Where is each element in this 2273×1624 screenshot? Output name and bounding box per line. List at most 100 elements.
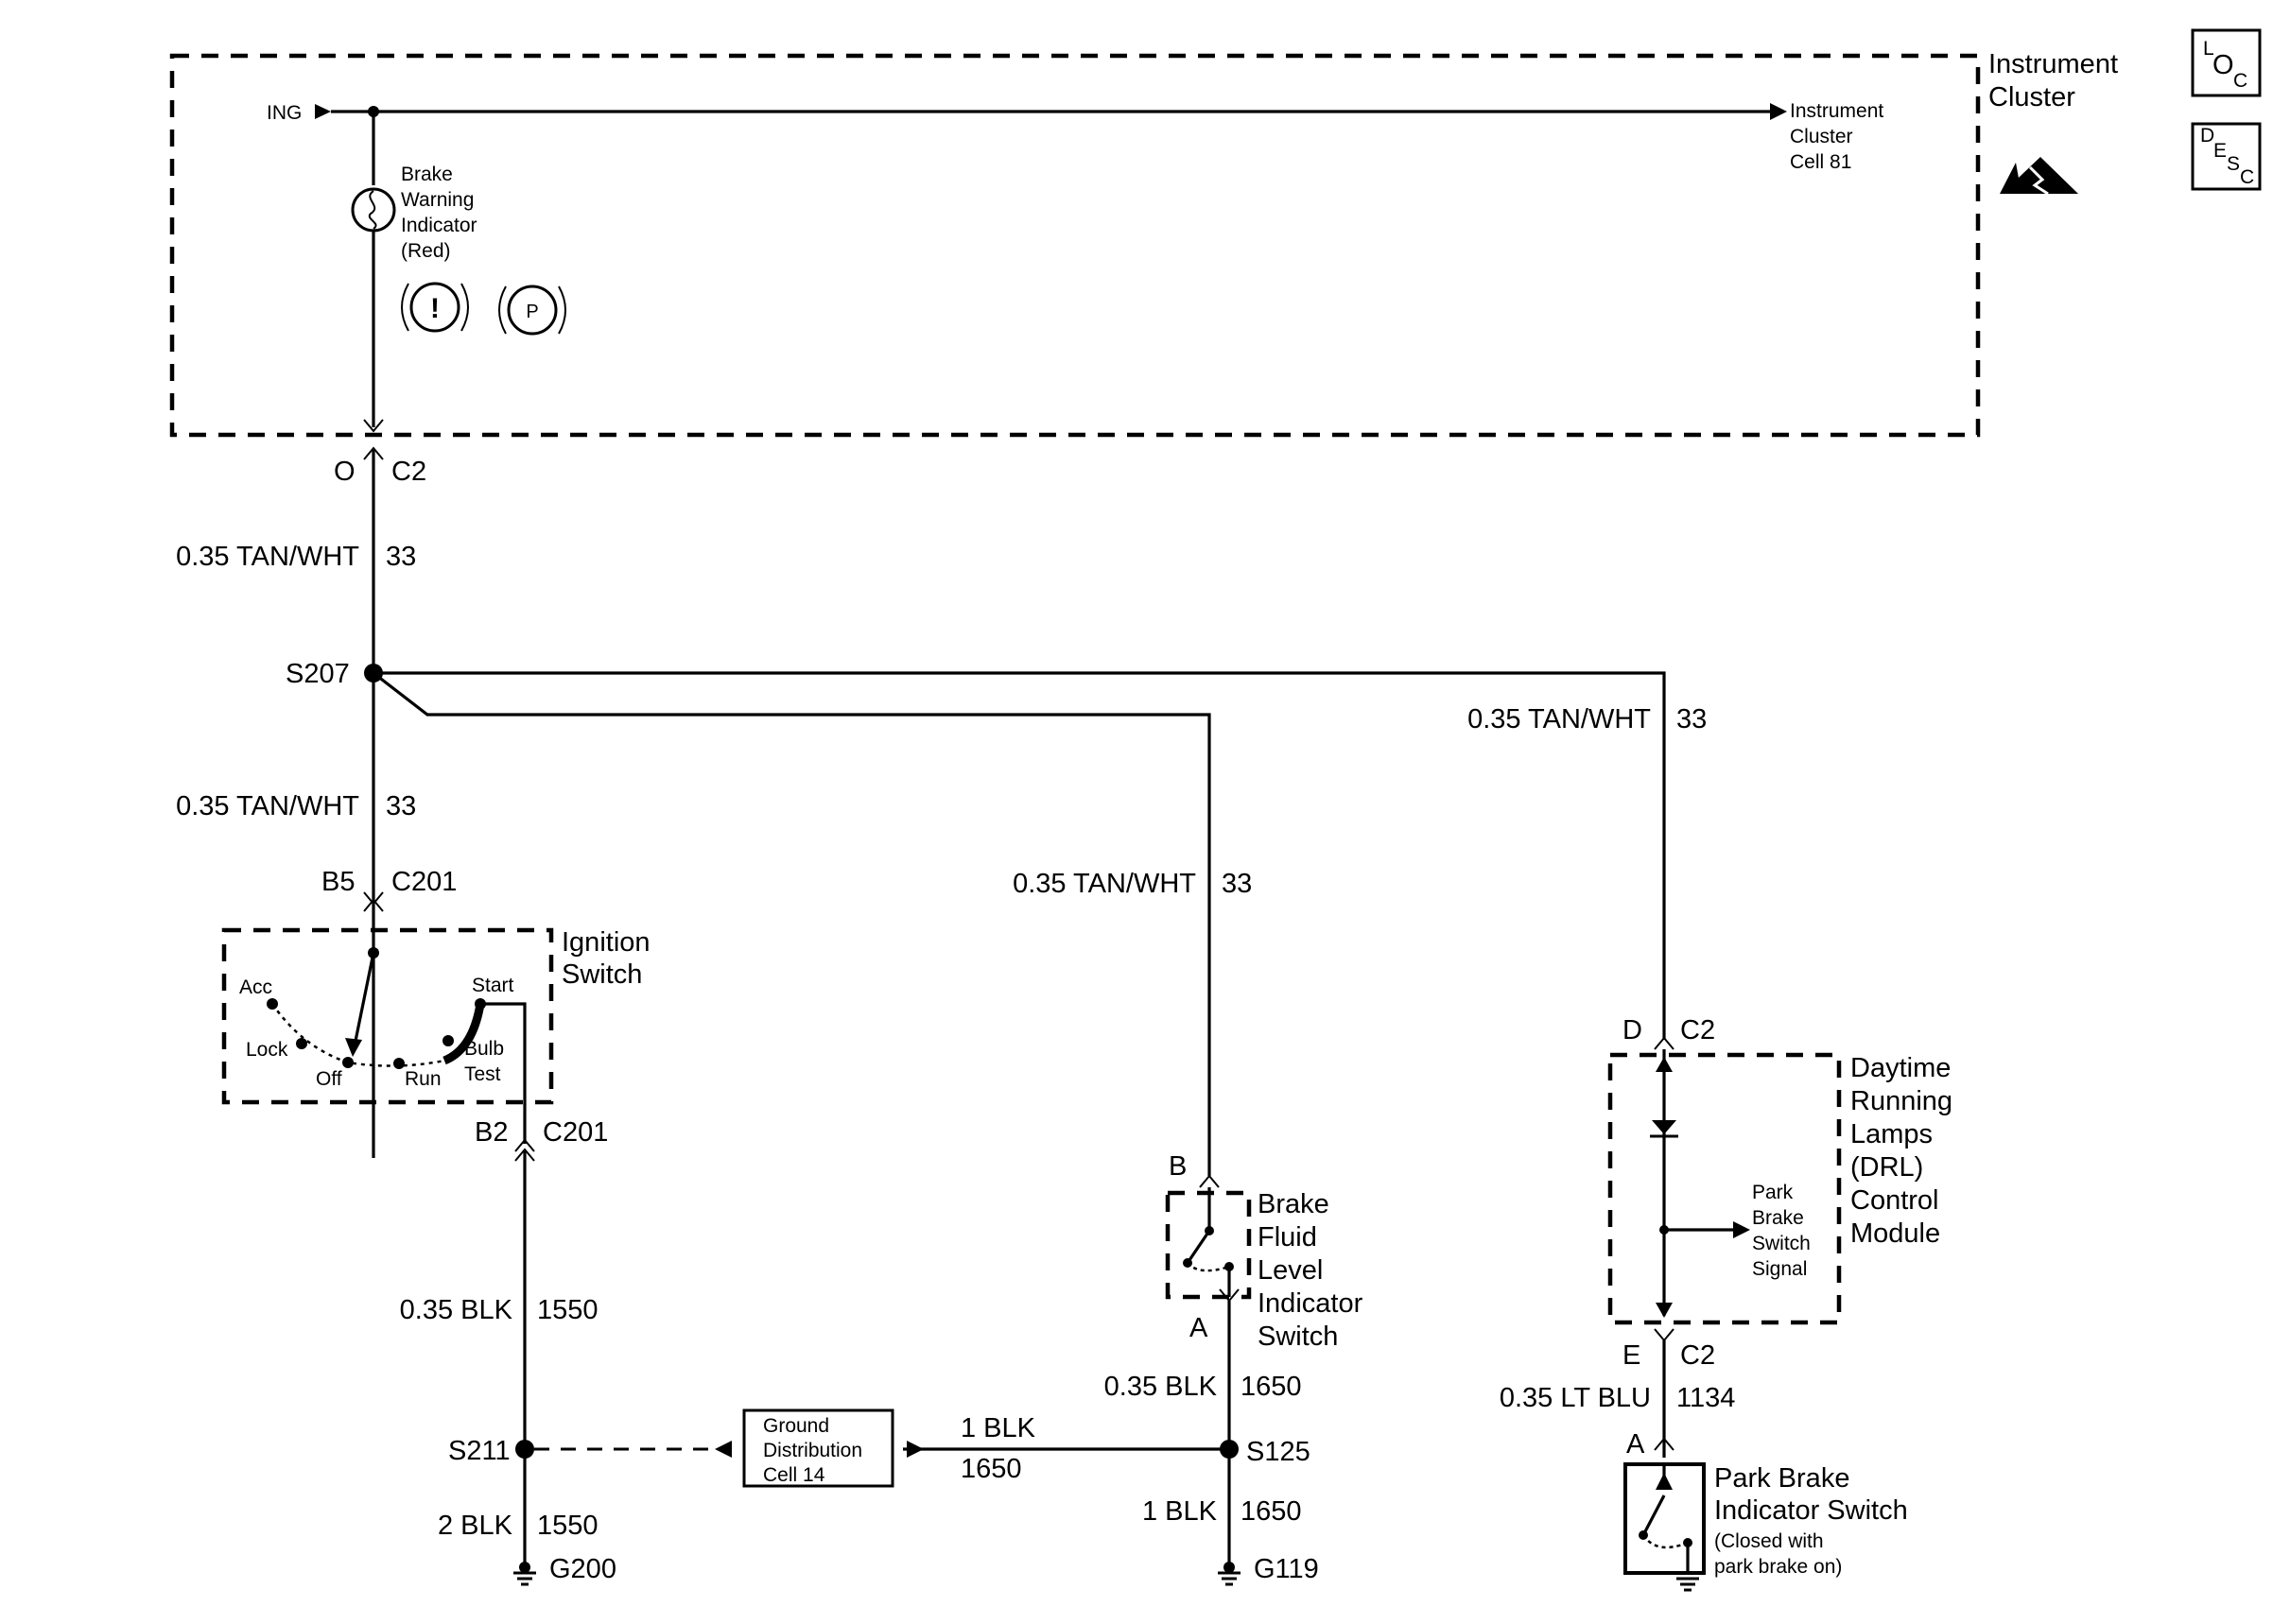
splice-s125-dot [1220,1440,1239,1459]
svg-text:E: E [2213,140,2227,162]
cluster-ref-label: Cluster [1790,126,1853,147]
connector-pin-label: A [1626,1429,1645,1460]
drl-signal-label: Park [1752,1182,1794,1203]
ignition-pos-label: Acc [239,976,272,998]
connector-b-icon [1199,1174,1220,1188]
brake-fluid-switch: Brake Fluid Level Indicator Switch [1165,1187,1363,1352]
park-brake-symbol-icon: P [498,285,566,336]
cluster-ref-label: Instrument [1790,100,1883,122]
svg-text:P: P [526,302,538,322]
brake-fluid-switch-title: Switch [1258,1322,1338,1352]
connector-label: C201 [543,1117,608,1148]
drl-signal-arrow-icon [1733,1221,1750,1238]
ground-g200-label: G200 [549,1554,616,1584]
fluid-switch-blade [1186,1230,1211,1264]
ignition-pos-label: Start [472,975,514,996]
brake-fluid-switch-title: Indicator [1258,1288,1363,1319]
wire-circuit-label: 1550 [537,1511,599,1541]
fluid-switch-float-arc [1187,1262,1230,1272]
ignition-start-arc [442,1003,485,1065]
drl-signal-label: Brake [1752,1207,1804,1229]
wire-gauge-label: 0.35 TAN/WHT [1467,704,1651,734]
drl-module-title: Lamps [1850,1119,1933,1149]
connector-pin-label: A [1189,1313,1208,1343]
park-brake-switch-title: Indicator Switch [1714,1495,1908,1526]
wire-gauge-label: 0.35 TAN/WHT [176,542,359,572]
brake-fluid-switch-title: Level [1258,1255,1323,1286]
connector-label: C2 [1680,1340,1715,1371]
drl-signal-label: Switch [1752,1233,1811,1254]
wire-gauge-label: 0.35 TAN/WHT [1013,869,1196,899]
drl-module-title: Module [1850,1218,1940,1249]
drl-module-boundary [1607,1052,1842,1325]
drl-outer-arrow-icon [1656,1303,1673,1318]
ing-arrow-icon [315,104,331,119]
connector-o-c2-icon [363,419,384,433]
ignition-off-dot [342,1057,354,1068]
bulb-label: Indicator [401,215,477,236]
wire-circuit-label: 33 [386,542,416,572]
wire-circuit-label: 33 [1676,704,1707,734]
drl-inner-arrow-icon [1656,1057,1673,1072]
connector-d-c2-icon [1654,1036,1674,1050]
wire-33-fluid-branch [373,671,1211,1176]
park-brake-switch: Park Brake Indicator Switch (Closed with… [1623,1462,1908,1578]
connector-a-park-icon [1654,1437,1674,1451]
ground-distribution-box[interactable]: Ground Distribution Cell 14 [742,1408,894,1488]
splice-s211-dot [515,1440,534,1459]
connector-pin-label: D [1622,1015,1642,1045]
ignition-start-link [480,1002,527,1144]
svg-text:Ground: Ground [763,1415,829,1437]
ignition-blade-arrow-icon [345,1038,362,1057]
drl-module-title: (DRL) [1850,1152,1923,1183]
wire-circuit-label: 1550 [537,1295,599,1325]
wire-circuit-label: 1650 [961,1454,1022,1484]
ground-g119-icon [1216,1571,1242,1586]
bulb-label: Warning [401,189,474,211]
park-switch-arrow-icon [1656,1473,1673,1490]
svg-text:O: O [2212,50,2234,80]
bulb-label: Brake [401,164,453,185]
ignition-pos-label: Test [464,1063,501,1085]
connector-e-c2-icon [1654,1328,1674,1342]
ground-g119-dot [1223,1562,1235,1573]
wire-circuit-label: 1650 [1241,1372,1302,1402]
ignition-switch-boundary [221,927,554,1105]
instrument-cluster: Instrument Cluster ING Instrument Cluste… [169,49,2118,438]
svg-text:Distribution: Distribution [763,1440,862,1461]
wire-circuit-label: 33 [386,791,416,821]
instrument-cluster-title: Instrument [1988,49,2118,79]
svg-text:!: ! [430,293,440,324]
wire-circuit-label: 33 [1222,869,1252,899]
wire-gauge-label: 1 BLK [961,1413,1036,1443]
ing-label: ING [267,102,302,124]
wire-gauge-label: 0.35 LT BLU [1500,1383,1651,1413]
connector-pin-label: E [1622,1340,1640,1371]
wire-gauge-label: 1 BLK [1142,1496,1218,1527]
svg-text:C: C [2240,166,2254,188]
cluster-ref-label: Cell 81 [1790,151,1851,173]
ground-g119-label: G119 [1254,1554,1319,1584]
ignition-switch-title: Switch [562,959,642,990]
ground-g200-icon [512,1571,538,1586]
loc-badge[interactable]: L O C [2191,28,2262,97]
brake-fluid-switch-title: Brake [1258,1189,1329,1219]
ignition-acc-dot [267,998,278,1010]
park-brake-switch-title: Park Brake [1714,1463,1849,1494]
wire-gauge-label: 0.35 BLK [400,1295,513,1325]
ignition-pos-label: Lock [246,1039,288,1061]
connector-pin-label: B2 [475,1117,508,1148]
wire-33-drl-branch [373,671,1666,1040]
desc-badge[interactable]: D E S C [2191,122,2262,191]
ignition-bulb-dot [442,1035,454,1046]
drl-control-module: Daytime Running Lamps (DRL) Control Modu… [1607,1049,1952,1325]
connector-label: C2 [1680,1015,1715,1045]
wire-circuit-label: 1134 [1676,1383,1735,1413]
wire-circuit-label: 1650 [1241,1496,1302,1527]
instrument-cluster-boundary [169,53,1981,438]
esd-warning-icon [2000,157,2078,196]
svg-text:S: S [2227,153,2240,175]
park-brake-switch-note: park brake on) [1714,1556,1842,1578]
cell-81-arrow-icon [1770,103,1787,120]
